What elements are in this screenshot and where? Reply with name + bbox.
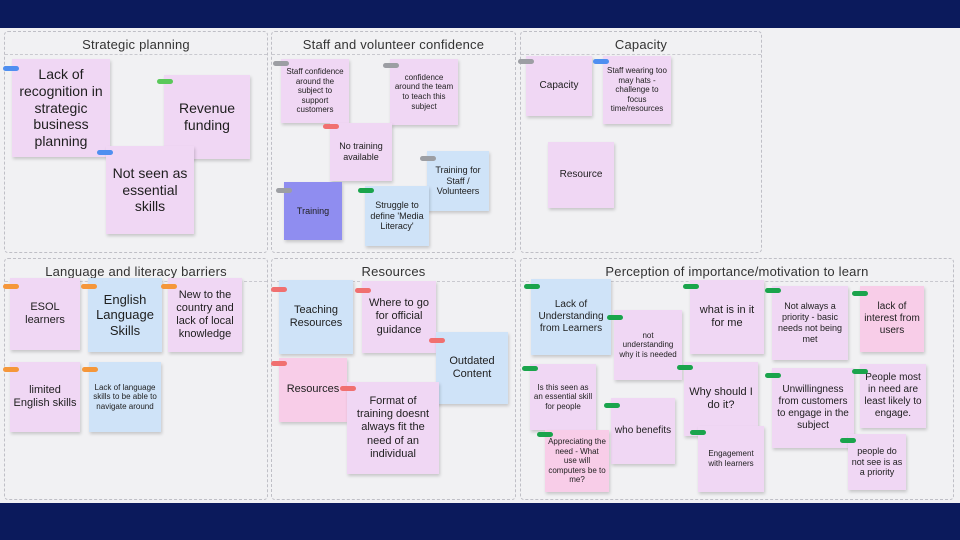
sticky-note[interactable]: confidence around the team to teach this… <box>390 59 458 125</box>
note-tag <box>537 432 553 437</box>
note-tag <box>276 188 292 193</box>
section-title: Language and literacy barriers <box>45 264 227 279</box>
note-tag <box>161 284 177 289</box>
section-strategic-planning: Strategic planning <box>4 31 268 253</box>
sticky-note[interactable]: not understanding why it is needed <box>614 310 682 380</box>
note-tag <box>429 338 445 343</box>
note-tag <box>683 284 699 289</box>
note-tag <box>522 366 538 371</box>
note-tag <box>273 61 289 66</box>
sticky-note[interactable]: people do not see is as a priority <box>848 434 906 490</box>
note-tag <box>852 369 868 374</box>
sticky-note[interactable]: what is in it for me <box>690 280 764 354</box>
sticky-note[interactable]: Resource <box>548 142 614 208</box>
note-tag <box>97 150 113 155</box>
note-tag <box>3 66 19 71</box>
sticky-note[interactable]: Resources <box>279 358 347 422</box>
sticky-note[interactable]: limited English skills <box>10 362 80 432</box>
note-tag <box>358 188 374 193</box>
note-tag <box>604 403 620 408</box>
section-title: Strategic planning <box>82 37 190 52</box>
sticky-note[interactable]: Engagement with learners <box>698 426 764 492</box>
sticky-note[interactable]: Capacity <box>526 56 592 116</box>
note-tag <box>524 284 540 289</box>
sticky-note[interactable]: Format of training doesnt always fit the… <box>347 382 439 474</box>
sticky-note[interactable]: Struggle to define 'Media Literacy' <box>365 186 429 246</box>
sticky-note[interactable]: No training available <box>330 123 392 181</box>
sticky-note[interactable]: Appreciating the need - What use will co… <box>545 430 609 492</box>
note-tag <box>852 291 868 296</box>
sticky-note[interactable]: Not always a priority - basic needs not … <box>772 286 848 360</box>
sticky-note[interactable]: Where to go for official guidance <box>362 281 436 353</box>
note-tag <box>607 315 623 320</box>
note-tag <box>271 361 287 366</box>
section-staff-confidence: Staff and volunteer confidence <box>271 31 516 253</box>
note-tag <box>518 59 534 64</box>
sticky-note[interactable]: lack of interest from users <box>860 286 924 352</box>
sticky-note[interactable]: Why should I do it? <box>684 362 758 436</box>
note-tag <box>323 124 339 129</box>
sticky-note[interactable]: Training <box>284 182 342 240</box>
section-title: Capacity <box>614 37 668 52</box>
note-tag <box>765 373 781 378</box>
note-tag <box>420 156 436 161</box>
sticky-note[interactable]: New to the country and lack of local kno… <box>168 278 242 352</box>
note-tag <box>340 386 356 391</box>
sticky-note[interactable]: Lack of Understanding from Learners <box>531 279 611 355</box>
note-tag <box>677 365 693 370</box>
section-title: Perception of importance/motivation to l… <box>605 264 869 279</box>
note-tag <box>355 288 371 293</box>
whiteboard: Strategic planning Staff and volunteer c… <box>0 28 960 503</box>
sticky-note[interactable]: who benefits <box>611 398 675 464</box>
sticky-note[interactable]: Lack of language skills to be able to na… <box>89 362 161 432</box>
note-tag <box>3 284 19 289</box>
sticky-note[interactable]: Unwillingness from customers to engage i… <box>772 368 854 448</box>
note-tag <box>157 79 173 84</box>
sticky-note[interactable]: Staff confidence around the subject to s… <box>281 59 349 123</box>
section-title: Resources <box>361 264 426 279</box>
sticky-note[interactable]: Outdated Content <box>436 332 508 404</box>
note-tag <box>765 288 781 293</box>
sticky-note[interactable]: Is this seen as an essential skill for p… <box>530 364 596 430</box>
sticky-note[interactable]: People most in need are least likely to … <box>860 364 926 428</box>
section-title: Staff and volunteer confidence <box>302 37 485 52</box>
sticky-note[interactable]: Teaching Resources <box>279 280 353 354</box>
note-tag <box>271 287 287 292</box>
note-tag <box>82 367 98 372</box>
note-tag <box>81 284 97 289</box>
sticky-note[interactable]: Revenue funding <box>164 75 250 159</box>
note-tag <box>690 430 706 435</box>
section-capacity: Capacity <box>520 31 762 253</box>
sticky-note[interactable]: Training for Staff / Volunteers <box>427 151 489 211</box>
sticky-note[interactable]: English Language Skills <box>88 278 162 352</box>
note-tag <box>840 438 856 443</box>
note-tag <box>383 63 399 68</box>
note-tag <box>3 367 19 372</box>
sticky-note[interactable]: Staff wearing too may hats - challenge t… <box>603 56 671 124</box>
note-tag <box>593 59 609 64</box>
sticky-note[interactable]: Lack of recognition in strategic busines… <box>12 59 110 157</box>
sticky-note[interactable]: Not seen as essential skills <box>106 146 194 234</box>
sticky-note[interactable]: ESOL learners <box>10 278 80 350</box>
